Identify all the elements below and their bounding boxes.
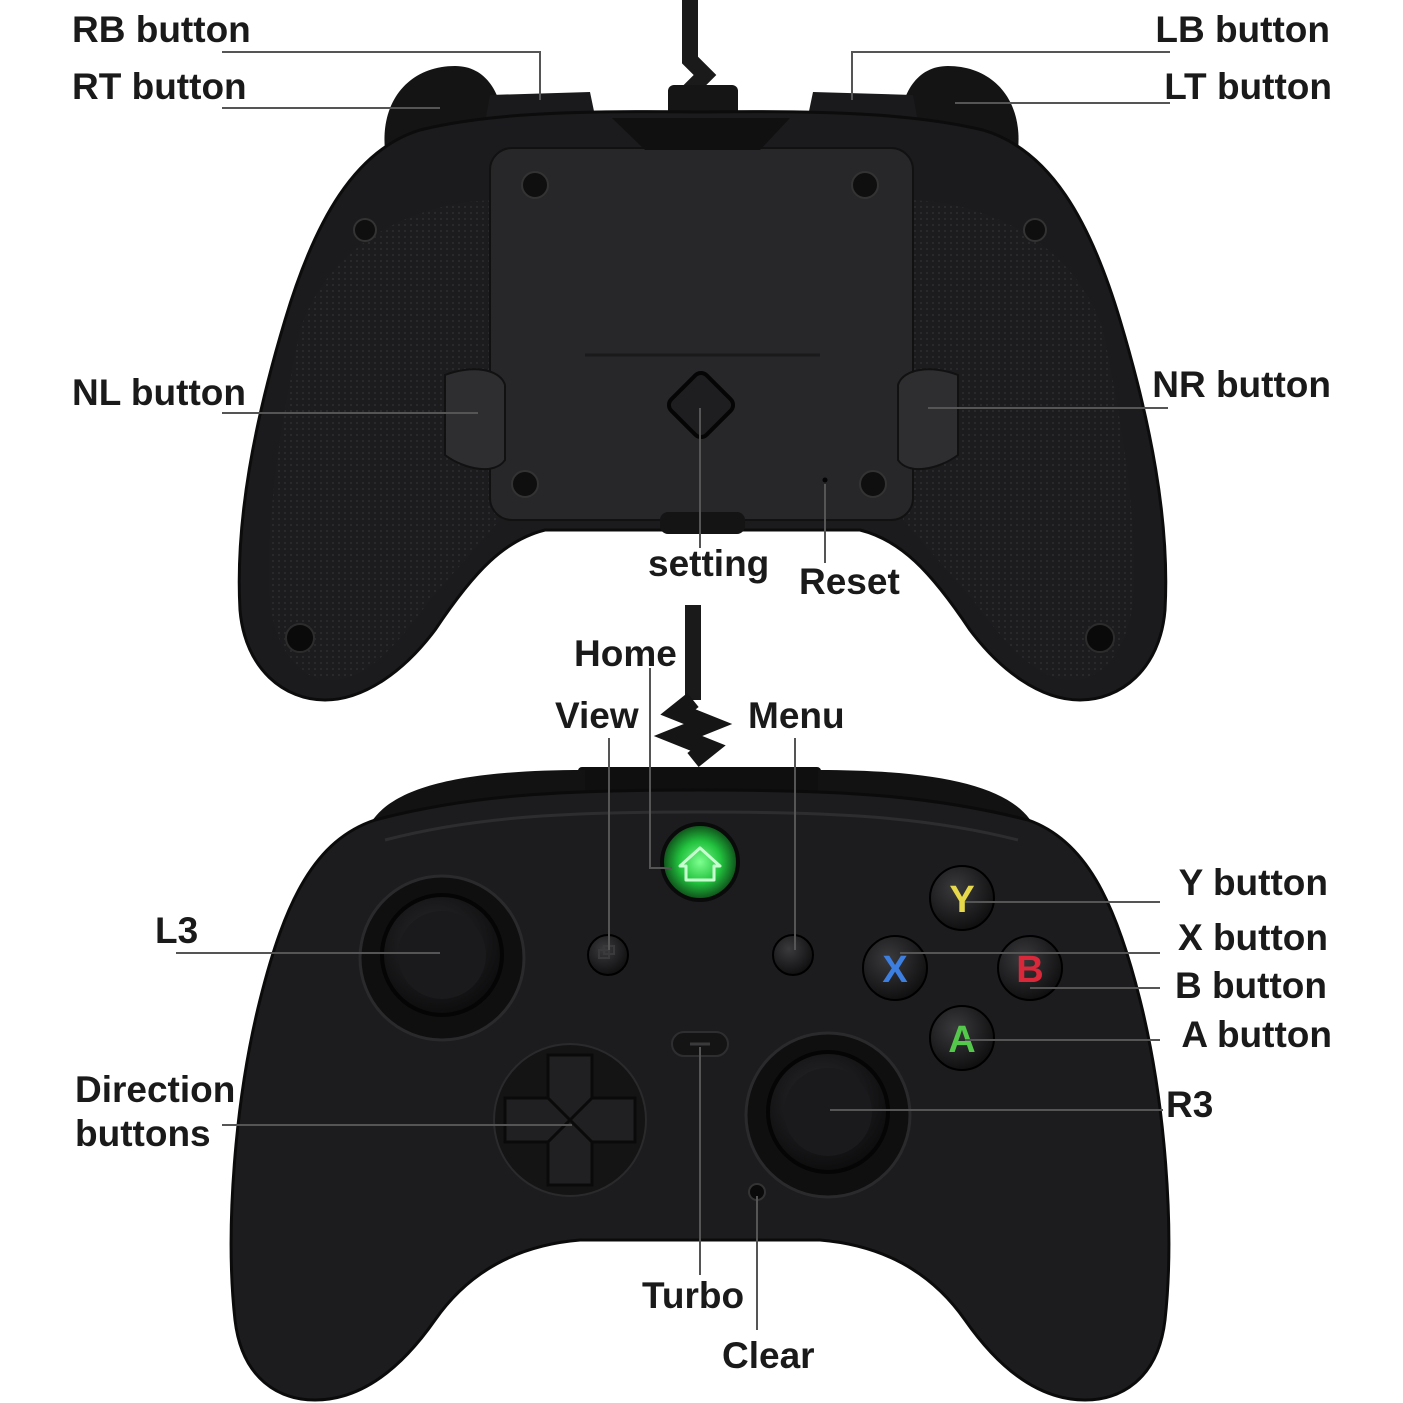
y-face-letter: Y [949, 879, 974, 921]
direction-buttons-label-line2: buttons [75, 1113, 211, 1154]
back-grip-left [269, 200, 500, 680]
nl-paddle [444, 368, 506, 471]
x-face-letter: X [882, 949, 908, 991]
reset-label: Reset [799, 561, 900, 602]
home-leader [649, 668, 672, 869]
lb-button-label: LB button [1155, 9, 1330, 50]
screw [285, 623, 315, 653]
direction-buttons-label-line1: Direction [75, 1069, 236, 1110]
home-button [660, 822, 740, 902]
screw [353, 218, 377, 242]
front-highlight [384, 810, 1019, 842]
menu-label: Menu [748, 695, 845, 736]
setting-label: setting [648, 543, 770, 584]
l3-label: L3 [155, 910, 199, 951]
house-icon [678, 846, 722, 882]
screw [511, 470, 539, 498]
clear-label: Clear [722, 1335, 815, 1376]
home-label: Home [574, 633, 677, 674]
y-button-label: Y button [1178, 862, 1328, 903]
setting-button [666, 370, 736, 440]
a-button-label: A button [1181, 1014, 1332, 1055]
controller-back-view [237, 0, 1168, 702]
reset-hole [822, 477, 828, 483]
a-face-button [929, 1005, 995, 1071]
b-face-letter: B [1016, 949, 1043, 991]
menu-button [772, 934, 814, 976]
screw [851, 171, 879, 199]
r3-label: R3 [1166, 1084, 1214, 1125]
cable-strain-relief [653, 692, 733, 768]
rt-button-label: RT button [72, 66, 247, 107]
nr-paddle [897, 368, 959, 471]
y-face-button [929, 865, 995, 931]
dpad-diag [546, 1096, 594, 1144]
turbo-label: Turbo [642, 1275, 745, 1316]
r3-stick-center [784, 1068, 872, 1156]
b-button-label: B button [1174, 965, 1327, 1006]
screw [1023, 218, 1047, 242]
rb-leader [222, 51, 541, 100]
lb-leader [851, 51, 1170, 100]
rb-button-label: RB button [72, 9, 251, 50]
view-label: View [555, 695, 639, 736]
back-foot [660, 512, 745, 534]
lt-button-label: LT button [1164, 66, 1332, 107]
leader-lines [176, 51, 1170, 1330]
back-grip-right [903, 200, 1134, 680]
nl-button-label: NL button [72, 372, 246, 413]
cable-notch [612, 118, 790, 150]
nr-button-label: NR button [1152, 364, 1331, 405]
screw [521, 171, 549, 199]
screw [859, 470, 887, 498]
l3-stick-center [398, 911, 486, 999]
x-button-label: X button [1177, 917, 1328, 958]
screw [1085, 623, 1115, 653]
back-panel [489, 147, 914, 521]
